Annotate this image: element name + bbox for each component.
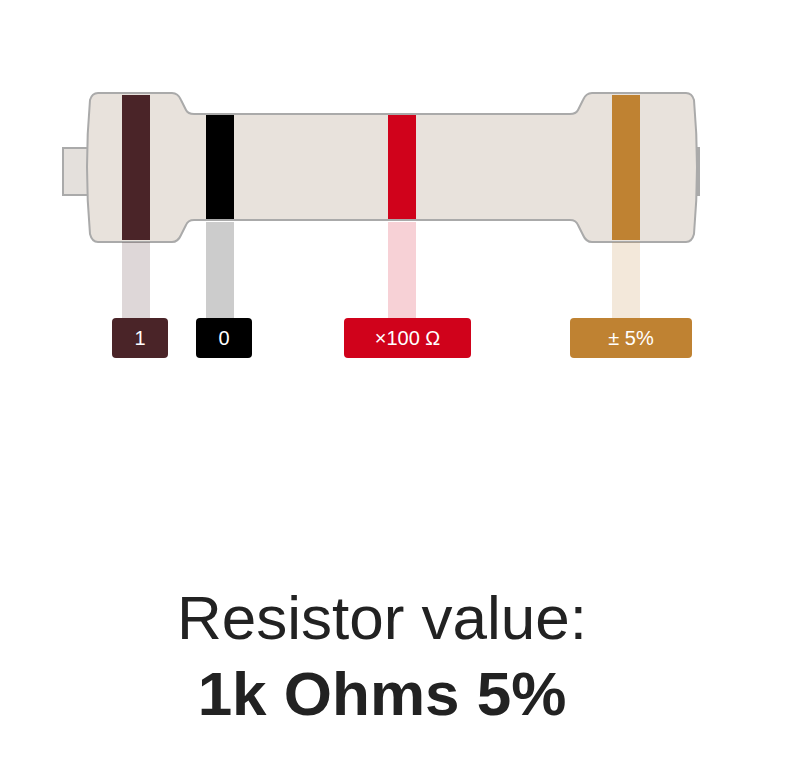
result-wrap: 1k Ohms 5% bbox=[0, 663, 764, 725]
result-heading: Resistor value: bbox=[177, 583, 587, 652]
leader-line bbox=[388, 222, 416, 318]
color-code-badge: 1 bbox=[112, 318, 168, 358]
leader-line bbox=[122, 242, 150, 318]
result-value: 1k Ohms 5% bbox=[198, 659, 567, 728]
color-code-badge: ± 5% bbox=[570, 318, 692, 358]
badge-text: ± 5% bbox=[608, 327, 653, 349]
color-code-badge: ×100 Ω bbox=[344, 318, 471, 358]
color-code-badge: 0 bbox=[196, 318, 252, 358]
badge-text: 1 bbox=[134, 327, 145, 349]
badge-text: 0 bbox=[218, 327, 229, 349]
color-band bbox=[388, 115, 416, 219]
color-band bbox=[206, 115, 234, 219]
color-band bbox=[122, 95, 150, 240]
leader-line bbox=[206, 222, 234, 318]
leader-line bbox=[612, 242, 640, 318]
result-wrap: Resistor value: bbox=[0, 587, 764, 649]
badge-text: ×100 Ω bbox=[375, 327, 441, 349]
color-band bbox=[612, 95, 640, 240]
resistor-body bbox=[87, 93, 697, 242]
